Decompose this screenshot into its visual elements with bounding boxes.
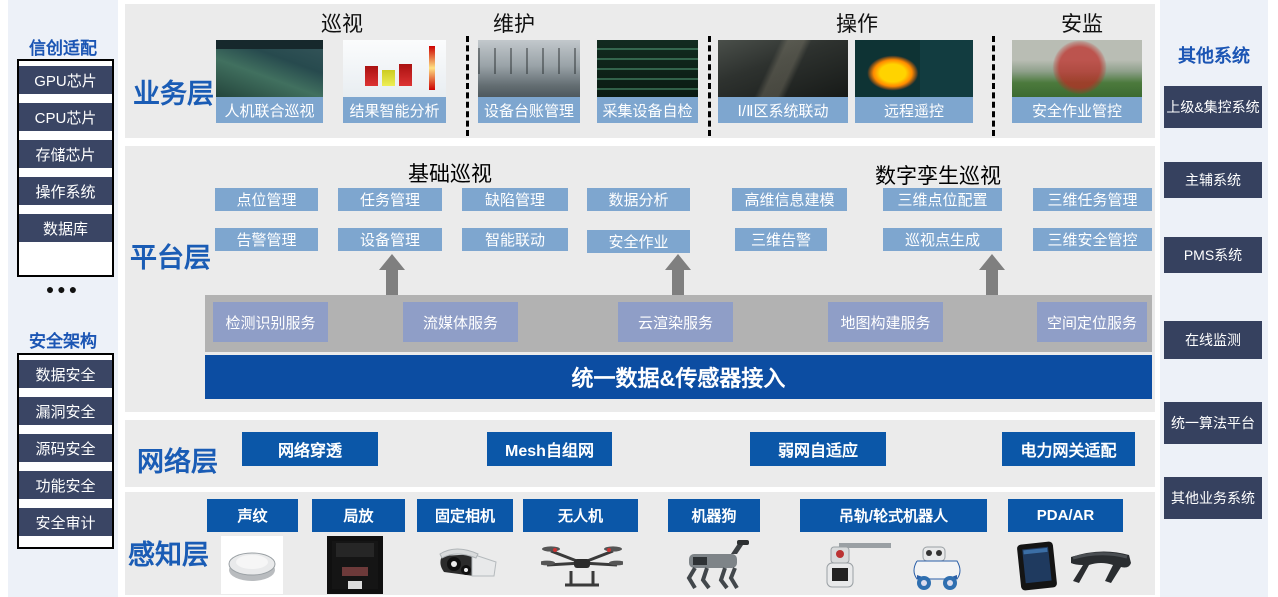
zone-linkage-image <box>718 40 848 97</box>
card-device-selfcheck: 采集设备自检 <box>597 40 698 123</box>
card-label: 设备台账管理 <box>478 97 580 123</box>
btn-device-management: 设备管理 <box>338 228 442 251</box>
perception-layer-label: 感知层 <box>128 540 209 570</box>
label-rail-wheel-robot: 吊轨/轮式机器人 <box>800 499 987 532</box>
sec-sourcecode: 源码安全 <box>19 434 112 462</box>
btn-3d-safety-control: 三维安全管控 <box>1033 228 1152 251</box>
card-label: 人机联合巡视 <box>216 97 323 123</box>
sys-other-business: 其他业务系统 <box>1164 477 1262 519</box>
svc-cloud-rendering: 云渲染服务 <box>618 302 733 342</box>
btn-weak-network-adaptive: 弱网自适应 <box>750 432 886 466</box>
btn-3d-alarm: 三维告警 <box>735 228 827 251</box>
rail-wheel-robots-image <box>816 536 976 594</box>
xinchuang-title: 信创适配 <box>29 39 97 58</box>
fixed-camera-image <box>435 536 501 594</box>
btn-patrol-point-gen: 巡视点生成 <box>883 228 1002 251</box>
card-label: 采集设备自检 <box>597 97 698 123</box>
ledger-management-image <box>478 40 580 97</box>
card-ledger-management: 设备台账管理 <box>478 40 580 123</box>
label-drone: 无人机 <box>523 499 638 532</box>
chip-os: 操作系统 <box>19 177 112 205</box>
divider-operation-safety <box>992 36 995 136</box>
sec-vulnerability: 漏洞安全 <box>19 397 112 425</box>
section-operation: 操作 <box>836 13 878 36</box>
digital-twin-header: 数字孪生巡视 <box>875 165 1001 188</box>
sys-unified-algorithm: 统一算法平台 <box>1164 402 1262 444</box>
card-label: 远程遥控 <box>855 97 973 123</box>
up-arrow-icon <box>379 254 405 295</box>
card-label: Ⅰ/Ⅱ区系统联动 <box>718 97 848 123</box>
section-patrol: 巡视 <box>321 13 363 36</box>
btn-alarm-management: 告警管理 <box>215 228 318 251</box>
chip-database: 数据库 <box>19 214 112 242</box>
svc-spatial-positioning: 空间定位服务 <box>1037 302 1147 342</box>
sec-function: 功能安全 <box>19 471 112 499</box>
business-layer-label: 业务层 <box>133 79 214 109</box>
btn-power-gateway-adapter: 电力网关适配 <box>1002 432 1135 466</box>
basic-patrol-header: 基础巡视 <box>408 163 492 186</box>
partial-discharge-device-image <box>327 536 383 594</box>
platform-layer-label: 平台层 <box>130 243 211 273</box>
joint-patrol-image <box>216 40 323 97</box>
robot-dog-image <box>672 536 758 594</box>
card-label: 结果智能分析 <box>343 97 446 123</box>
safe-work-control-image <box>1012 40 1142 97</box>
btn-task-management: 任务管理 <box>338 188 442 211</box>
card-safe-work-control: 安全作业管控 <box>1012 40 1142 123</box>
voiceprint-sensor-image <box>221 536 283 594</box>
btn-3d-point-config: 三维点位配置 <box>883 188 1002 211</box>
btn-defect-management: 缺陷管理 <box>462 188 568 211</box>
btn-safe-work: 安全作业 <box>587 230 690 253</box>
card-label: 安全作业管控 <box>1012 97 1142 123</box>
label-fixed-camera: 固定相机 <box>417 499 513 532</box>
section-maintenance: 维护 <box>493 13 535 36</box>
other-systems-title: 其他系统 <box>1178 46 1250 66</box>
chip-gpu: GPU芯片 <box>19 66 112 94</box>
card-remote-control: 远程遥控 <box>855 40 973 123</box>
btn-point-management: 点位管理 <box>215 188 318 211</box>
right-sidebar: 其他系统 上级&集控系统 主辅系统 PMS系统 在线监测 统一算法平台 其他业务… <box>1160 0 1268 597</box>
svc-detection-recognition: 检测识别服务 <box>213 302 328 342</box>
btn-smart-linkage: 智能联动 <box>462 228 568 251</box>
sys-pms: PMS系统 <box>1164 237 1262 273</box>
card-zone-linkage: Ⅰ/Ⅱ区系统联动 <box>718 40 848 123</box>
unified-data-sensor-banner: 统一数据&传感器接入 <box>205 355 1152 399</box>
sec-audit: 安全审计 <box>19 508 112 536</box>
divider-maintenance-operation <box>708 36 711 136</box>
ellipsis-dots: ●●● <box>45 281 81 297</box>
up-arrow-icon <box>665 254 691 295</box>
svc-map-construction: 地图构建服务 <box>828 302 943 342</box>
left-sidebar: 信创适配 GPU芯片 CPU芯片 存储芯片 操作系统 数据库 ●●● 安全架构 … <box>8 0 118 597</box>
chip-storage: 存储芯片 <box>19 140 112 168</box>
pda-ar-image <box>1012 536 1138 594</box>
up-arrow-icon <box>979 254 1005 295</box>
chip-cpu: CPU芯片 <box>19 103 112 131</box>
btn-highdim-modeling: 高维信息建模 <box>732 188 847 211</box>
sys-superior-central: 上级&集控系统 <box>1164 86 1262 128</box>
sys-main-aux: 主辅系统 <box>1164 162 1262 198</box>
btn-3d-task-management: 三维任务管理 <box>1033 188 1152 211</box>
btn-data-analysis: 数据分析 <box>587 188 690 211</box>
smart-analysis-image <box>343 40 446 97</box>
network-layer-label: 网络层 <box>137 447 218 477</box>
card-smart-analysis: 结果智能分析 <box>343 40 446 123</box>
xinchuang-box: GPU芯片 CPU芯片 存储芯片 操作系统 数据库 <box>17 59 114 277</box>
device-selfcheck-image <box>597 40 698 97</box>
label-voiceprint: 声纹 <box>207 499 298 532</box>
security-box: 数据安全 漏洞安全 源码安全 功能安全 安全审计 <box>17 353 114 549</box>
security-title: 安全架构 <box>29 332 97 351</box>
label-partial-discharge: 局放 <box>312 499 405 532</box>
btn-network-penetration: 网络穿透 <box>242 432 378 466</box>
sec-data: 数据安全 <box>19 360 112 388</box>
label-robot-dog: 机器狗 <box>668 499 760 532</box>
svc-streaming-media: 流媒体服务 <box>403 302 518 342</box>
divider-patrol-maintenance <box>466 36 469 136</box>
sys-online-monitor: 在线监测 <box>1164 321 1262 359</box>
card-joint-patrol: 人机联合巡视 <box>216 40 323 123</box>
drone-image <box>540 536 624 594</box>
section-safety: 安监 <box>1061 13 1103 36</box>
btn-mesh-network: Mesh自组网 <box>487 432 612 466</box>
label-pda-ar: PDA/AR <box>1008 499 1123 532</box>
remote-control-image <box>855 40 973 97</box>
